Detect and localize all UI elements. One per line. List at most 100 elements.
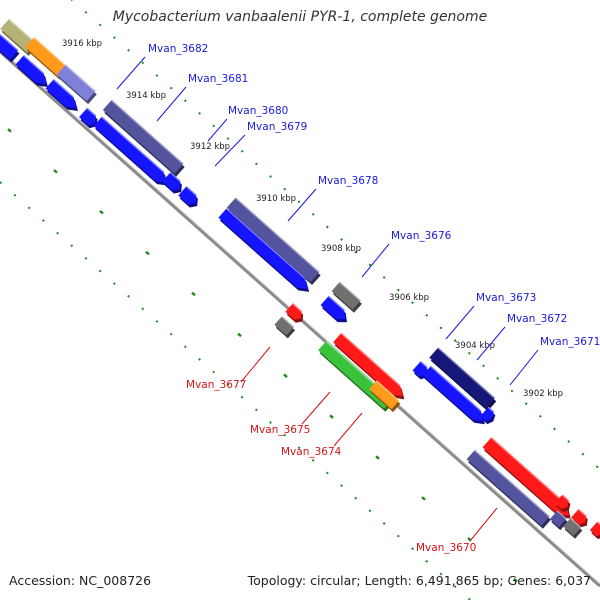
scale-tick [212, 124, 216, 128]
gene-box-mvan-3676 [331, 282, 361, 310]
scale-tick [269, 421, 272, 424]
scale-tick [169, 86, 173, 90]
gene-label: Mvan_3672 [507, 313, 567, 325]
scale-tick [510, 389, 514, 393]
scale-tick [183, 99, 187, 103]
scale-tick [41, 219, 45, 222]
scale-tick [311, 458, 315, 462]
scale-tick-major [53, 169, 58, 174]
scale-tick [297, 446, 301, 450]
cds-arrow [178, 186, 197, 205]
gene-label-leader [156, 86, 187, 122]
cds-arrow-edge [420, 361, 428, 369]
scale-tick [84, 10, 88, 14]
scale-tick [595, 465, 599, 469]
gene-label-leader [333, 412, 363, 447]
scale-tick [453, 339, 457, 342]
scale-tick [368, 263, 372, 267]
scale-tick-major [145, 250, 150, 256]
cds-arrow [15, 55, 47, 84]
scale-tick [411, 301, 414, 305]
gene-box-red [285, 303, 302, 320]
gene-box-mvan-3677-edge [281, 316, 295, 328]
cds-arrow-edge [225, 208, 306, 279]
gene-box-mvan-3673-edge [437, 347, 496, 399]
gene-box-mvan-3676-edge [339, 281, 361, 302]
scale-tick [396, 534, 400, 538]
gene-box-lavender-edge [64, 64, 96, 92]
gene-box-red-edge [596, 521, 600, 526]
scale-tick [382, 522, 386, 525]
scale-label: 3910 kbp [256, 194, 296, 204]
gene-box-red-edge [577, 508, 587, 517]
gene-box-lavender [56, 64, 96, 102]
scale-tick [283, 187, 287, 191]
scale-tick [141, 307, 145, 311]
gene-label-leader [287, 188, 317, 222]
scale-tick [411, 547, 414, 551]
scale-tick [439, 572, 443, 576]
gene-box-mvan-3677 [274, 316, 294, 336]
gene-box-orange-edge [33, 37, 68, 68]
cds-arrow-edge [0, 34, 19, 52]
gene-label-leader [207, 118, 228, 142]
scale-tick [325, 225, 329, 229]
scale-label: 3904 kbp [455, 341, 495, 351]
gene-box-orange [25, 37, 67, 77]
cds-arrow [480, 407, 494, 422]
scale-tick [98, 23, 102, 27]
scale-tick [453, 585, 457, 588]
scale-tick [240, 149, 244, 153]
cds-arrow [422, 366, 484, 422]
scale-label: 3906 kbp [389, 293, 429, 303]
scale-label: 3902 kbp [523, 389, 563, 399]
cds-arrow [93, 116, 167, 183]
scale-tick [482, 364, 485, 368]
cds-arrow-edge [23, 55, 45, 75]
gene-box-red-edge [561, 494, 570, 502]
scale-tick [425, 559, 429, 563]
gene-box-mvan-3675-red [333, 333, 403, 397]
scale-tick [396, 288, 400, 292]
scale-tick [183, 345, 187, 349]
cds-arrow-edge [487, 406, 495, 413]
gene-box-purple-edge [556, 510, 567, 520]
scale-tick [212, 370, 216, 374]
gene-label: Mvan_3670 [416, 542, 476, 554]
scale-tick [169, 332, 173, 336]
scale-tick [567, 440, 571, 443]
gene-label: Mvan_3680 [228, 105, 288, 117]
gene-label: Mvan_3675 [250, 424, 310, 436]
cds-arrow-edge [430, 365, 482, 412]
scale-tick [382, 276, 386, 279]
cds-arrow [218, 208, 308, 289]
scale-tick [141, 61, 145, 65]
scale-tick-major [191, 291, 196, 297]
genome-summary-text: Topology: circular; Length: 6,491,865 bp… [247, 573, 591, 588]
scale-tick [198, 357, 201, 361]
gene-box-mvan-3670-red-edge [490, 437, 568, 506]
gene-label-leader [445, 305, 475, 340]
cds-arrow-edge [328, 295, 345, 311]
scale-tick [254, 408, 258, 412]
scale-tick [226, 137, 230, 141]
gene-label: Mvan_3674 [281, 446, 342, 458]
cds-arrow-edge [86, 107, 97, 117]
scale-tick [112, 282, 116, 286]
scale-tick [325, 471, 329, 475]
scale-label: 3912 kbp [190, 142, 230, 152]
gene-box-mvan-3681-edge [110, 99, 184, 165]
scale-tick [269, 175, 272, 178]
scale-tick [368, 509, 372, 513]
gene-label-leader [214, 134, 246, 167]
scale-label: 3914 kbp [126, 91, 166, 101]
scale-tick-major [283, 373, 288, 378]
gene-box-gray-edge [569, 517, 582, 529]
cds-arrow-edge [185, 186, 197, 197]
cds-arrow [162, 172, 181, 191]
gene-box-red [589, 521, 600, 537]
scale-tick [84, 256, 88, 260]
gene-label-leader [509, 349, 539, 386]
scale-tick [581, 452, 585, 456]
